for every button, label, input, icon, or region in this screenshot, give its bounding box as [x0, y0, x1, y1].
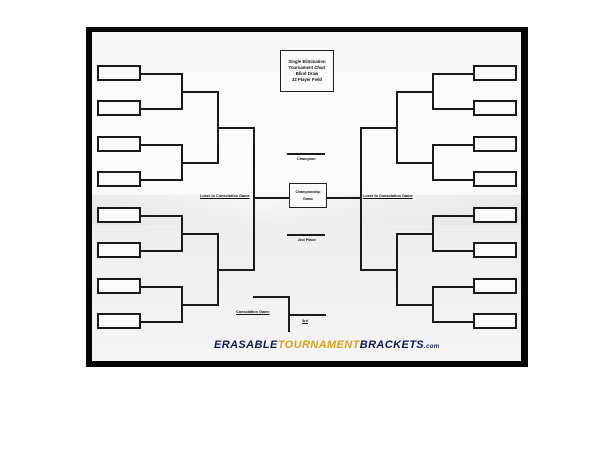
second-place-label: 2nd Place [298, 238, 316, 242]
title-line-2: Tournament Chart [288, 65, 326, 70]
right-r3-line [360, 127, 398, 129]
left-slot-4[interactable] [97, 171, 141, 187]
right-r1-line [432, 286, 474, 288]
logo-brackets: BRACKETS [359, 339, 425, 351]
consolation-label: Consolation Game [236, 310, 270, 314]
left-slot-7[interactable] [97, 278, 141, 294]
right-slot-8[interactable] [473, 313, 517, 329]
championship-label: Championship [295, 189, 321, 194]
left-r1-line [141, 73, 183, 75]
second-place-line [287, 234, 325, 236]
left-r3-vert [253, 127, 255, 271]
right-r1-line [432, 179, 474, 181]
right-slot-2[interactable] [473, 100, 517, 116]
title-line-4: 32 Player Field [291, 77, 323, 82]
logo-suffix: .com [424, 344, 440, 350]
right-final-line [326, 197, 362, 199]
left-r3-line [217, 127, 255, 129]
left-r2-line [181, 304, 219, 306]
left-r2-line [181, 233, 219, 235]
left-slot-2[interactable] [97, 100, 141, 116]
right-slot-7[interactable] [473, 278, 517, 294]
left-r1-line [141, 215, 183, 217]
championship-game-box[interactable]: Championship Game [289, 183, 327, 208]
left-r1-line [141, 144, 183, 146]
title-line-3: Blind Draw [295, 71, 319, 76]
left-slot-6[interactable] [97, 242, 141, 258]
left-r1-line [141, 286, 183, 288]
right-slot-3[interactable] [473, 136, 517, 152]
right-r3-line [360, 269, 398, 271]
champion-label: Champion [297, 157, 316, 161]
right-slot-5[interactable] [473, 207, 517, 223]
right-slot-4[interactable] [473, 171, 517, 187]
right-loser-label: Loser to Consolation Game [363, 194, 413, 198]
title-line-1: Single Elimination [288, 59, 326, 64]
right-r1-line [432, 215, 474, 217]
right-r2-line [396, 304, 434, 306]
left-r3-line [217, 269, 255, 271]
left-slot-1[interactable] [97, 65, 141, 81]
right-slot-1[interactable] [473, 65, 517, 81]
left-slot-5[interactable] [97, 207, 141, 223]
right-r2-line [396, 233, 434, 235]
logo-erasable: ERASABLE [214, 339, 278, 351]
consolation-out-line [288, 314, 326, 316]
right-r1-line [432, 321, 474, 323]
left-r1-line [141, 321, 183, 323]
left-r1-line [141, 250, 183, 252]
right-r1-line [432, 73, 474, 75]
left-loser-label: Loser to Consolation Game [200, 194, 250, 198]
consolation-top-line [253, 296, 289, 298]
right-r1-line [432, 108, 474, 110]
right-r2-line [396, 91, 434, 93]
left-r1-line [141, 108, 183, 110]
left-slot-3[interactable] [97, 136, 141, 152]
left-r1-line [141, 179, 183, 181]
champion-line [287, 153, 325, 155]
chart-title-box: Single Elimination Tournament Chart Blin… [280, 50, 334, 92]
third-place-label: 3rd [302, 319, 308, 323]
right-r3-vert [360, 127, 362, 271]
left-final-line [253, 197, 290, 199]
left-r2-line [181, 162, 219, 164]
right-r2-line [396, 162, 434, 164]
logo-tournament: TOURNAMENT [277, 339, 360, 351]
right-r1-line [432, 250, 474, 252]
right-r1-line [432, 144, 474, 146]
right-slot-6[interactable] [473, 242, 517, 258]
brand-logo: ERASABLETOURNAMENTBRACKETS.com [214, 339, 440, 351]
game-label: Game [303, 196, 313, 201]
left-r2-line [181, 91, 219, 93]
left-slot-8[interactable] [97, 313, 141, 329]
